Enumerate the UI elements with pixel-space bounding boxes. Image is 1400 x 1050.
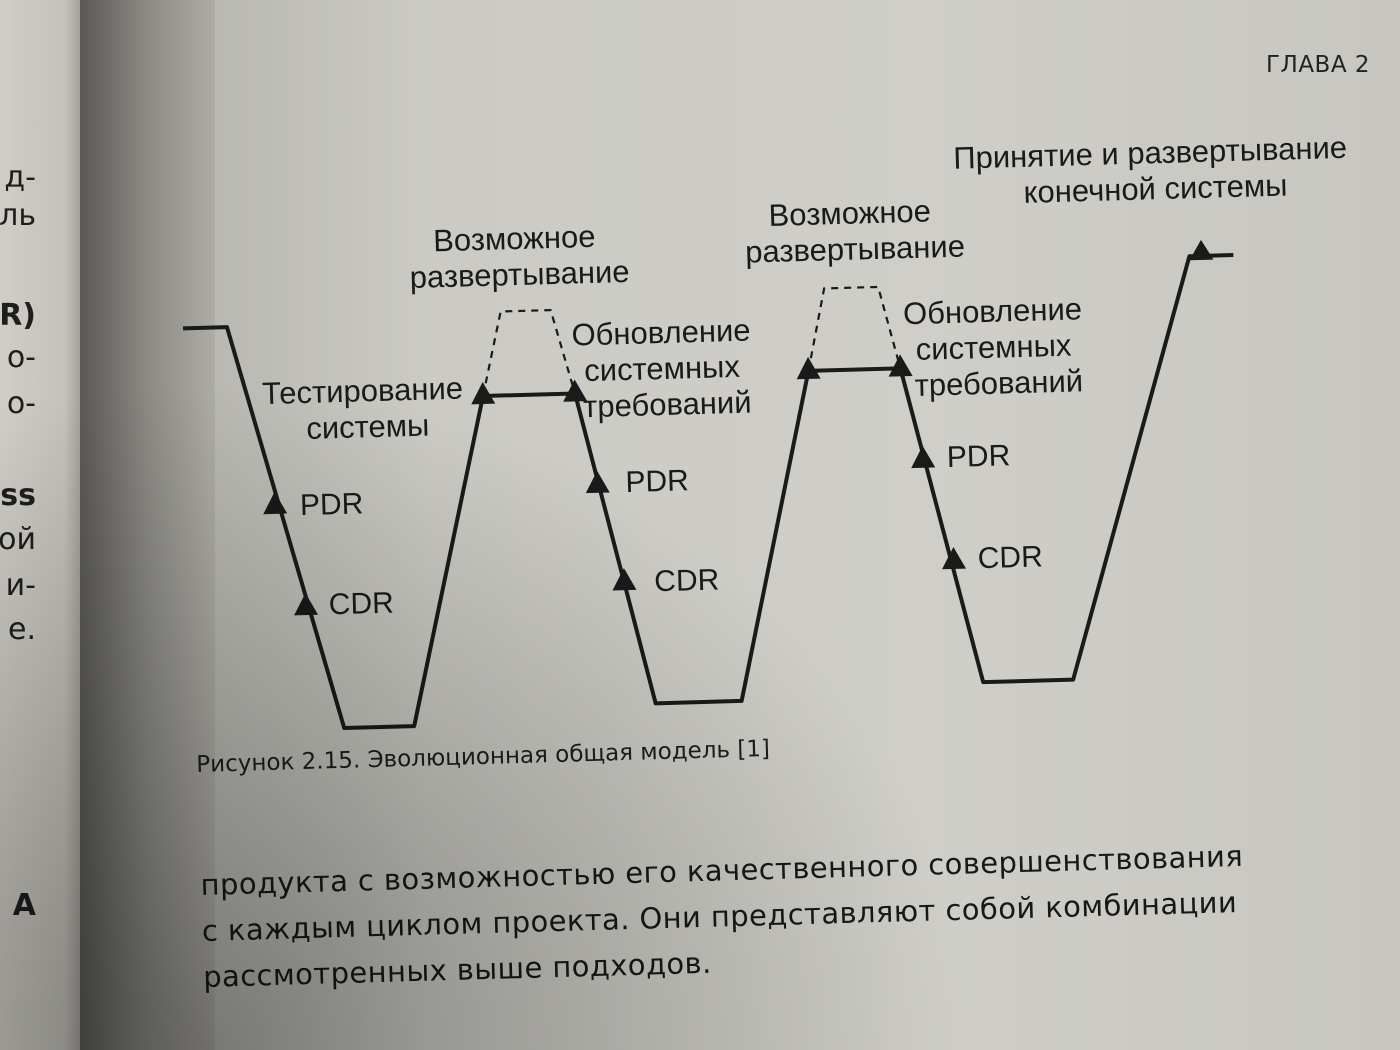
chapter-header: ГЛАВА 2 — [1266, 52, 1371, 78]
left-page-fragment: А — [12, 888, 36, 923]
label-final: Принятие и развертывание конечной систем… — [953, 130, 1357, 212]
deploy-marker-1b — [563, 379, 588, 402]
left-page-fragment: и- — [5, 568, 36, 603]
label-update-2: Обновление системных требований — [903, 291, 1094, 403]
left-page-fragment: ss — [0, 478, 36, 513]
milestone-cdr-1: CDR — [328, 587, 394, 622]
label-testing: Тестирование системы — [262, 370, 474, 447]
cdr-marker-2 — [612, 568, 637, 591]
milestone-pdr-2: PDR — [625, 464, 689, 499]
milestone-pdr-1: PDR — [300, 487, 364, 522]
left-page-fragment: R) — [0, 298, 36, 333]
deploy-marker-2b — [888, 354, 913, 377]
left-page-fragment: е. — [8, 612, 36, 647]
final-marker — [1189, 239, 1214, 261]
cdr-marker-3 — [942, 546, 967, 570]
deployment-dashed-bump-1 — [481, 308, 577, 397]
label-deploy-1: Возможное развертывание — [408, 218, 630, 295]
label-deploy-2: Возможное развертывание — [744, 193, 966, 270]
milestone-pdr-3: PDR — [946, 439, 1010, 474]
pdr-marker-3 — [911, 445, 936, 469]
deploy-marker-2a — [796, 356, 821, 380]
pdr-marker-2 — [585, 470, 610, 494]
milestone-cdr-3: CDR — [977, 540, 1043, 575]
process-line — [182, 253, 1234, 731]
cdr-marker-1 — [294, 593, 319, 616]
left-page-fragment: о- — [6, 340, 36, 375]
label-update-1: Обновление системных требований — [571, 312, 762, 424]
book-page — [215, 0, 1400, 1050]
left-page-fragment: ль — [0, 198, 36, 233]
deployment-dashed-bump-2 — [807, 285, 902, 372]
left-page-fragment: о- — [6, 386, 36, 421]
left-page-fragment: ой — [0, 522, 36, 557]
book-gutter — [80, 0, 230, 1050]
deploy-marker-1a — [471, 382, 496, 405]
pdr-marker-1 — [263, 491, 288, 515]
left-page-fragment: д- — [4, 160, 36, 195]
milestone-cdr-2: CDR — [654, 564, 720, 599]
left-page-edge: д- ль R) о- о- ss ой и- е. А — [0, 0, 92, 1050]
